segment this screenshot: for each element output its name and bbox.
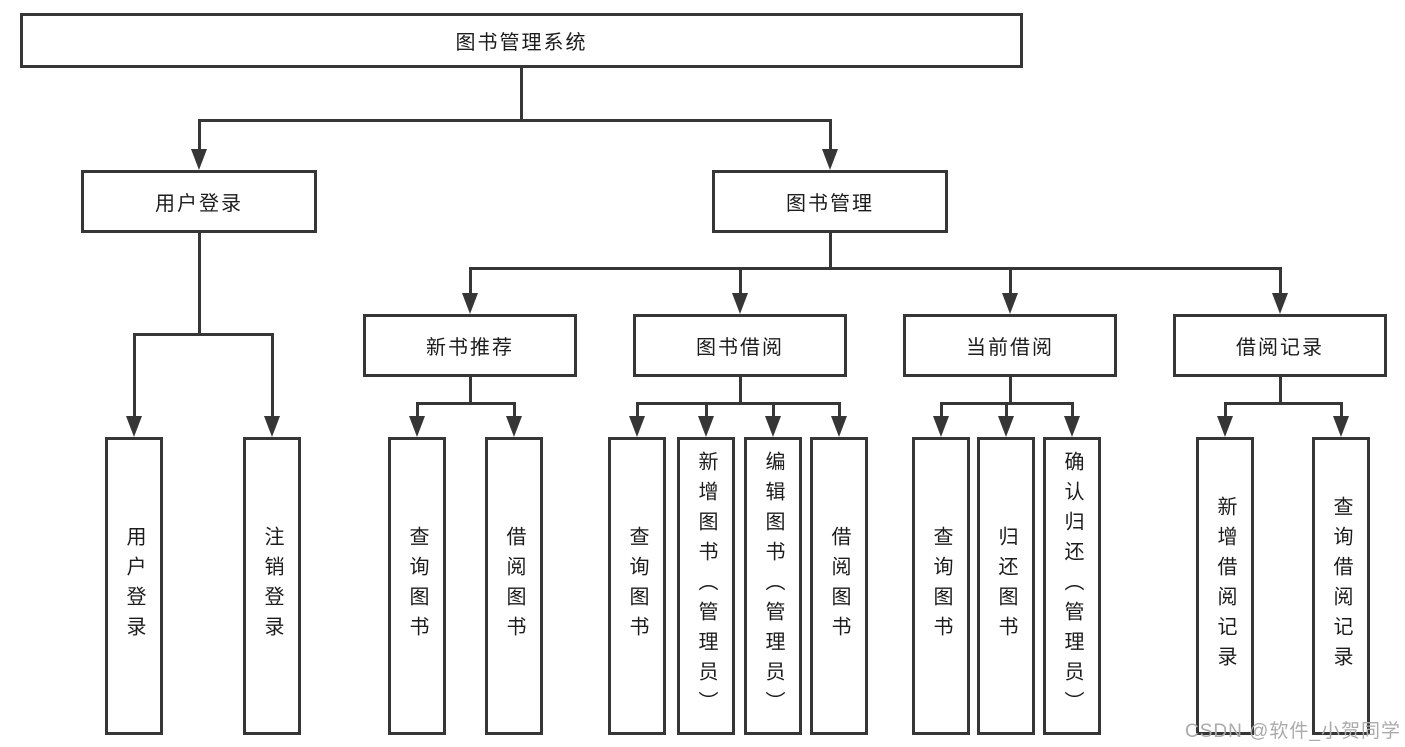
connector (828, 232, 832, 270)
connector (197, 119, 832, 122)
connector (635, 402, 639, 418)
arrow-down-icon (1002, 293, 1018, 314)
connector (197, 119, 201, 151)
node-current-borrowing: 当前借阅 (903, 314, 1117, 377)
connector (1339, 402, 1343, 418)
arrow-down-icon (126, 416, 142, 437)
connector (512, 402, 516, 418)
connector (132, 333, 136, 418)
arrow-down-icon (732, 293, 748, 314)
arrow-down-icon (1333, 416, 1349, 437)
arrow-down-icon (1272, 293, 1288, 314)
arrow-down-icon (409, 416, 425, 437)
connector (1008, 267, 1012, 295)
watermark: CSDN @软件_小贺同学 (1185, 721, 1401, 742)
connector (1070, 402, 1074, 418)
node-label: 查询图书 (626, 526, 648, 646)
arrow-down-icon (629, 416, 645, 437)
leaf-edit-books-admin: 编辑图书（管理员） (744, 437, 802, 735)
connector (635, 402, 841, 405)
connector (415, 402, 516, 405)
leaf-query-borrow-record: 查询借阅记录 (1312, 437, 1370, 735)
connector (704, 402, 708, 418)
arrow-down-icon (264, 416, 280, 437)
connector (738, 377, 742, 405)
leaf-borrow-books-recommend: 借阅图书 (485, 437, 543, 735)
connector (270, 333, 274, 418)
arrow-down-icon (506, 416, 522, 437)
connector (828, 119, 832, 151)
node-label: 图书管理系统 (455, 32, 588, 54)
node-label: 借阅图书 (828, 526, 850, 646)
node-label: 当前借阅 (966, 337, 1054, 359)
arrow-down-icon (191, 149, 207, 170)
arrow-down-icon (698, 416, 714, 437)
leaf-user-login: 用户登录 (105, 437, 163, 735)
leaf-query-books-current: 查询图书 (912, 437, 970, 735)
leaf-query-books-borrowing: 查询图书 (608, 437, 666, 735)
arrow-down-icon (462, 293, 478, 314)
connector (738, 267, 742, 295)
node-label: 注销登录 (261, 526, 283, 646)
node-label: 确认归还（管理员） (1061, 451, 1083, 721)
leaf-confirm-return-admin: 确认归还（管理员） (1043, 437, 1101, 735)
connector (1223, 402, 1343, 405)
leaf-logout: 注销登录 (243, 437, 301, 735)
node-label: 用户登录 (123, 526, 145, 646)
connector (1278, 377, 1282, 405)
node-book-management: 图书管理 (712, 170, 948, 233)
node-label: 查询图书 (930, 526, 952, 646)
leaf-return-books: 归还图书 (977, 437, 1035, 735)
connector (1223, 402, 1227, 418)
connector (132, 333, 274, 336)
node-label: 查询借阅记录 (1330, 496, 1352, 676)
connector (468, 267, 472, 295)
node-borrowing-records: 借阅记录 (1173, 314, 1387, 377)
arrow-down-icon (822, 149, 838, 170)
node-label: 查询图书 (406, 526, 428, 646)
node-user-login: 用户登录 (81, 170, 317, 233)
leaf-add-borrow-record: 新增借阅记录 (1196, 437, 1254, 735)
arrow-down-icon (831, 416, 847, 437)
connector (415, 402, 419, 418)
node-label: 编辑图书（管理员） (762, 451, 784, 721)
node-label: 归还图书 (995, 526, 1017, 646)
leaf-query-books-recommend: 查询图书 (388, 437, 446, 735)
connector (837, 402, 841, 418)
connector (468, 377, 472, 405)
arrow-down-icon (1217, 416, 1233, 437)
connector (197, 232, 201, 336)
connector (468, 267, 1282, 270)
connector (1008, 377, 1012, 405)
arrow-down-icon (998, 416, 1014, 437)
node-book-borrowing: 图书借阅 (633, 314, 847, 377)
connector (1004, 402, 1008, 418)
connector (1278, 267, 1282, 295)
connector (939, 402, 943, 418)
leaf-add-books-admin: 新增图书（管理员） (677, 437, 735, 735)
arrow-down-icon (1064, 416, 1080, 437)
node-label: 借阅图书 (503, 526, 525, 646)
node-label: 新书推荐 (426, 337, 514, 359)
connector (520, 68, 523, 122)
node-label: 图书管理 (786, 193, 874, 215)
node-label: 用户登录 (155, 193, 243, 215)
arrow-down-icon (933, 416, 949, 437)
connector (771, 402, 775, 418)
node-library-management-system: 图书管理系统 (20, 13, 1023, 68)
node-label: 借阅记录 (1236, 337, 1324, 359)
leaf-borrow-books-borrowing: 借阅图书 (810, 437, 868, 735)
arrow-down-icon (765, 416, 781, 437)
node-label: 新增图书（管理员） (695, 451, 717, 721)
node-label: 新增借阅记录 (1214, 496, 1236, 676)
node-label: 图书借阅 (696, 337, 784, 359)
node-new-book-recommendation: 新书推荐 (363, 314, 577, 377)
